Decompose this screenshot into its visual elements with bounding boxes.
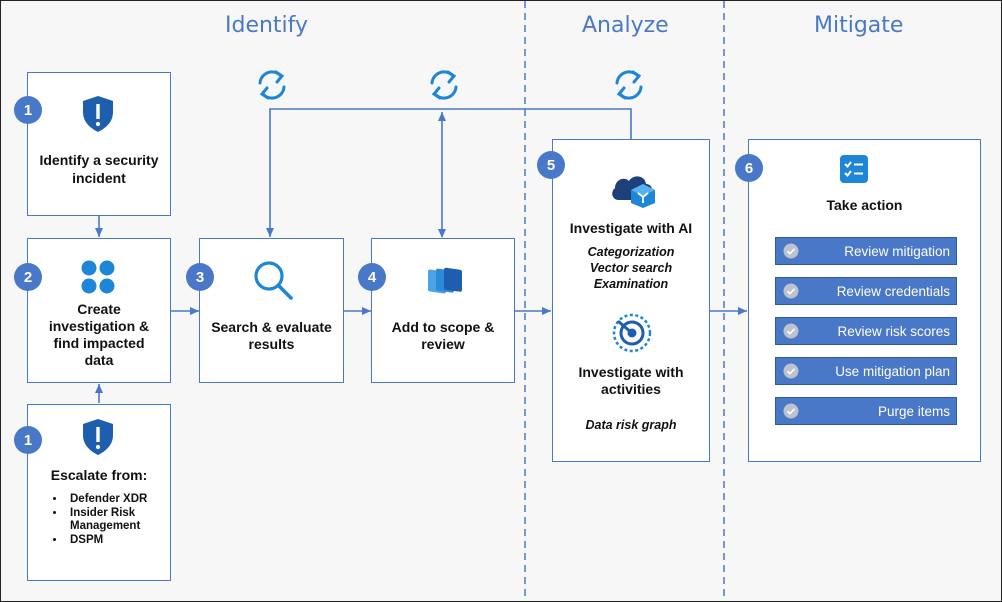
step-search-title-2: results — [248, 336, 295, 352]
step-take-action-box: Take action Review mitigation Review cre… — [748, 139, 981, 462]
investigate-ai-item: Examination — [593, 277, 669, 291]
step-create-title-2: investigation & — [48, 318, 150, 334]
escalate-source-item: Defender XDR — [66, 493, 170, 507]
phase-mitigate-heading: Mitigate — [814, 13, 904, 38]
stacked-cards-icon — [428, 267, 462, 294]
escalate-source-list: Defender XDR Insider Risk Management DSP… — [40, 493, 170, 547]
step-badge-3: 3 — [186, 263, 214, 291]
check-circle-icon — [783, 283, 799, 299]
refresh-cycle-icon — [258, 70, 286, 100]
check-circle-icon — [783, 363, 799, 379]
escalate-source-item: DSPM — [66, 534, 170, 548]
step-create-title-1: Create — [77, 301, 121, 317]
action-label: Review credentials — [836, 283, 950, 299]
cloud-cube-icon — [612, 176, 655, 208]
check-circle-icon — [783, 323, 799, 339]
step-scope-title-2: review — [421, 336, 465, 352]
phase-analyze-heading: Analyze — [582, 13, 669, 38]
step-create-title-3: find impacted — [53, 335, 145, 351]
refresh-cycle-icon — [430, 70, 458, 100]
search-icon — [254, 261, 293, 300]
escalate-source-item: Insider Risk Management — [66, 507, 170, 534]
step-identify-incident-box: Identify a security incident — [27, 72, 171, 216]
step-badge-1-escalate: 1 — [14, 426, 42, 454]
action-purge-items: Purge items — [775, 397, 957, 425]
investigate-ai-item: Categorization — [587, 245, 675, 259]
four-dots-icon — [81, 260, 115, 294]
step-badge-2: 2 — [14, 263, 42, 291]
investigate-activities-item: Data risk graph — [585, 418, 677, 432]
action-review-mitigation: Review mitigation — [775, 237, 957, 265]
action-review-credentials: Review credentials — [775, 277, 957, 305]
loop-icons — [258, 70, 643, 100]
step-badge-4: 4 — [358, 263, 386, 291]
action-use-mitigation-plan: Use mitigation plan — [775, 357, 957, 385]
step-scope-box: Add to scope & review — [371, 238, 515, 383]
step-create-title-4: data — [84, 352, 114, 368]
step-identify-incident-title-2: incident — [72, 170, 126, 186]
phase-identify-heading: Identify — [225, 13, 309, 38]
step-search-box: Search & evaluate results — [199, 238, 344, 383]
shield-alert-icon — [83, 419, 113, 455]
step-badge-5: 5 — [537, 151, 565, 179]
action-label: Review mitigation — [844, 243, 950, 259]
action-label: Use mitigation plan — [835, 363, 950, 379]
check-circle-icon — [783, 403, 799, 419]
check-circle-icon — [783, 243, 799, 259]
step-create-investigation-box: Create investigation & find impacted dat… — [27, 238, 171, 383]
step-escalate-box: Escalate from: Defender XDR Insider Risk… — [27, 404, 171, 581]
action-label: Purge items — [877, 403, 950, 419]
take-action-title: Take action — [826, 197, 903, 213]
investigate-activities-title-1: Investigate with — [578, 364, 684, 380]
step-escalate-title: Escalate from: — [50, 467, 148, 483]
action-label: Review risk scores — [837, 323, 950, 339]
step-badge-6: 6 — [735, 154, 763, 182]
step-identify-incident-title-1: Identify a security — [39, 152, 159, 168]
checklist-icon — [840, 155, 868, 183]
step-scope-title-1: Add to scope & — [391, 319, 495, 335]
step-investigate-box: Investigate with AI Categorization Vecto… — [552, 139, 710, 462]
refresh-cycle-icon — [615, 70, 643, 100]
action-review-risk-scores: Review risk scores — [775, 317, 957, 345]
step-search-title-1: Search & evaluate — [211, 319, 332, 335]
investigate-ai-title: Investigate with AI — [569, 220, 693, 236]
step-badge-1: 1 — [14, 96, 42, 124]
shield-alert-icon — [83, 96, 113, 132]
investigate-ai-item: Vector search — [589, 261, 673, 275]
investigate-activities-title-2: activities — [601, 381, 661, 397]
radar-target-icon — [612, 313, 652, 353]
